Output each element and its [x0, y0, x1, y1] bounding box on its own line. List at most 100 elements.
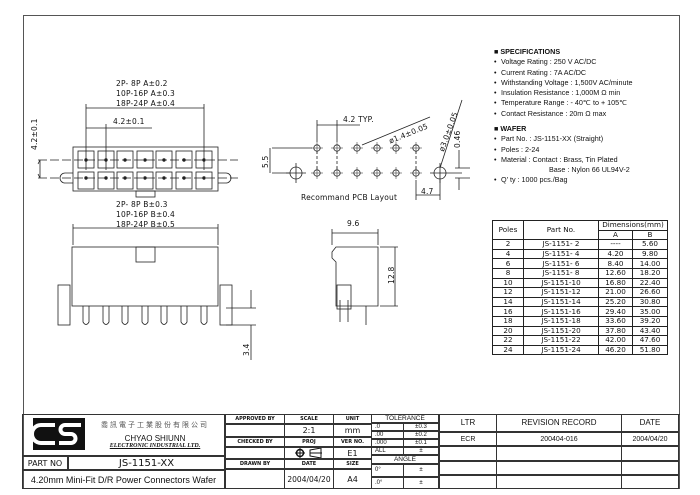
part-no-value: JS-1151-XX [68, 456, 225, 470]
revision-date-header: DATE [621, 414, 679, 432]
dim-b-cell: 39.20 [632, 315, 668, 327]
part-no-label: PART NO [22, 456, 68, 470]
poles-cell: 12 [492, 287, 524, 298]
approved-by-value [225, 424, 285, 437]
dim-b-cell: 26.60 [632, 287, 668, 298]
part-no-cell: JS-1151- 6 [523, 258, 599, 269]
revision-ltr-cell [439, 446, 497, 461]
dim-b-cell: 5.60 [632, 239, 668, 250]
pitch-dimension: 4.2±0.1 [113, 117, 145, 126]
checked-by-value [225, 447, 285, 459]
revision-ltr-header: LTR [439, 414, 497, 432]
tolerance-precision: .000 [371, 439, 404, 447]
company-name-en: CHYAO SHIUNN [124, 434, 186, 443]
dim-a-cell: 12.60 [598, 267, 633, 279]
dim-b-cell: 35.00 [632, 306, 668, 317]
part-description: 4.20mm Mini-Fit D/R Power Connectors Waf… [22, 470, 225, 489]
dim-b-cell: 47.60 [632, 335, 668, 346]
version-label: VER NO. [333, 437, 372, 447]
revision-record-cell [496, 474, 622, 489]
row-pitch-dimension: 4.2±0.1 [30, 118, 39, 150]
scale-label: SCALE [284, 414, 334, 424]
unit-value: mm [333, 424, 372, 437]
checked-by-label: CHECKED BY [225, 437, 285, 447]
company-name-en-sub: ELECTRONIC INDUSTRIAL LTD. [109, 443, 201, 449]
b-tol-3: 18P-24P B±0.5 [116, 220, 176, 229]
size-label: SIZE [333, 459, 372, 469]
pcb-row-gap-dim: 5.5 [261, 155, 270, 168]
spec-item: Withstanding Voltage : 1,500V AC/minute [494, 78, 632, 89]
revision-ltr-cell: ECR [439, 432, 497, 447]
pcb-centerline [316, 151, 417, 170]
angle-precision: 0° [371, 464, 404, 477]
pcb-hole-crosshair [371, 167, 383, 179]
pin [82, 306, 90, 325]
part-no-cell: JS-1151- 2 [523, 239, 599, 250]
angle-label: ANGLE [371, 455, 439, 464]
pin [180, 306, 188, 325]
part-no-cell: JS-1151-14 [523, 296, 599, 308]
poles-cell: 22 [492, 335, 524, 346]
size-value: A4 [333, 469, 372, 489]
dim-b-cell: 14.00 [632, 258, 668, 269]
specifications: ■ SPECIFICATIONS Voltage Rating : 250 V … [494, 47, 632, 119]
dim-a-cell: 29.40 [598, 306, 633, 317]
poles-cell: 10 [492, 277, 524, 289]
tolerance-value: ± [403, 447, 439, 455]
unit-label: UNIT [333, 414, 372, 424]
poles-cell: 8 [492, 267, 524, 279]
dim-b-cell: 22.40 [632, 277, 668, 289]
header-a: A [598, 229, 633, 241]
part-no-cell: JS-1151- 8 [523, 267, 599, 279]
pin [160, 306, 168, 325]
part-no-cell: JS-1151-24 [523, 344, 599, 356]
dim-a-cell: 33.60 [598, 315, 633, 327]
pcb-layout [269, 99, 470, 200]
pin [200, 306, 208, 325]
pcb-edge-dim: 4.7 [421, 187, 434, 196]
cavity-bottom [97, 171, 115, 190]
dim-a-cell: ---- [598, 239, 633, 250]
a-tol-2: 10P-16P A±0.3 [116, 89, 176, 98]
pcb-hole-crosshair [390, 142, 402, 154]
third-angle-projection-icon [295, 448, 322, 458]
dim-a-cell: 46.20 [598, 344, 633, 356]
cavity-top [116, 150, 134, 169]
cavity-bottom [155, 171, 173, 190]
pcb-offset-dim: 0.46 [453, 130, 462, 149]
dim-a-cell: 21.00 [598, 287, 633, 298]
revision-date-cell [621, 446, 679, 461]
scale-value: 2:1 [284, 424, 334, 437]
angle-value: ± [403, 476, 439, 489]
spec-item: Contact Resistance : 20m Ω max [494, 109, 632, 120]
pin [121, 306, 129, 325]
date-value: 2004/04/20 [284, 469, 334, 489]
tolerance-value: ±0.3 [403, 423, 439, 431]
side-view-front [57, 246, 256, 360]
dim-a-cell: 16.80 [598, 277, 633, 289]
contact-dot [143, 158, 147, 162]
dim-b-cell: 9.80 [632, 248, 668, 260]
revision-record-cell [496, 446, 622, 461]
title-block: 喬訊電子工業股份有限公司 CHYAO SHIUNN ELECTRONIC IND… [22, 414, 680, 489]
tolerance-value: ±0.1 [403, 439, 439, 447]
spec-item: Insulation Resistance : 1,000M Ω min [494, 88, 632, 99]
wafer-material-base: Base : Nylon 66 UL94V-2 [549, 165, 630, 175]
revision-record-cell [496, 460, 622, 475]
cavity-bottom [195, 171, 213, 190]
wafer-item: Part No. : JS-1151-XX (Straight) [494, 134, 630, 145]
a-tol-1: 2P- 8P A±0.2 [116, 79, 168, 88]
pcb-hole-crosshair [351, 167, 363, 179]
side-view-right [331, 229, 398, 325]
company-name-cn: 喬訊電子工業股份有限公司 [101, 422, 209, 429]
cavity-top [175, 150, 193, 169]
spec-item: Temperature Range : - 40℃ to + 105℃ [494, 98, 632, 109]
